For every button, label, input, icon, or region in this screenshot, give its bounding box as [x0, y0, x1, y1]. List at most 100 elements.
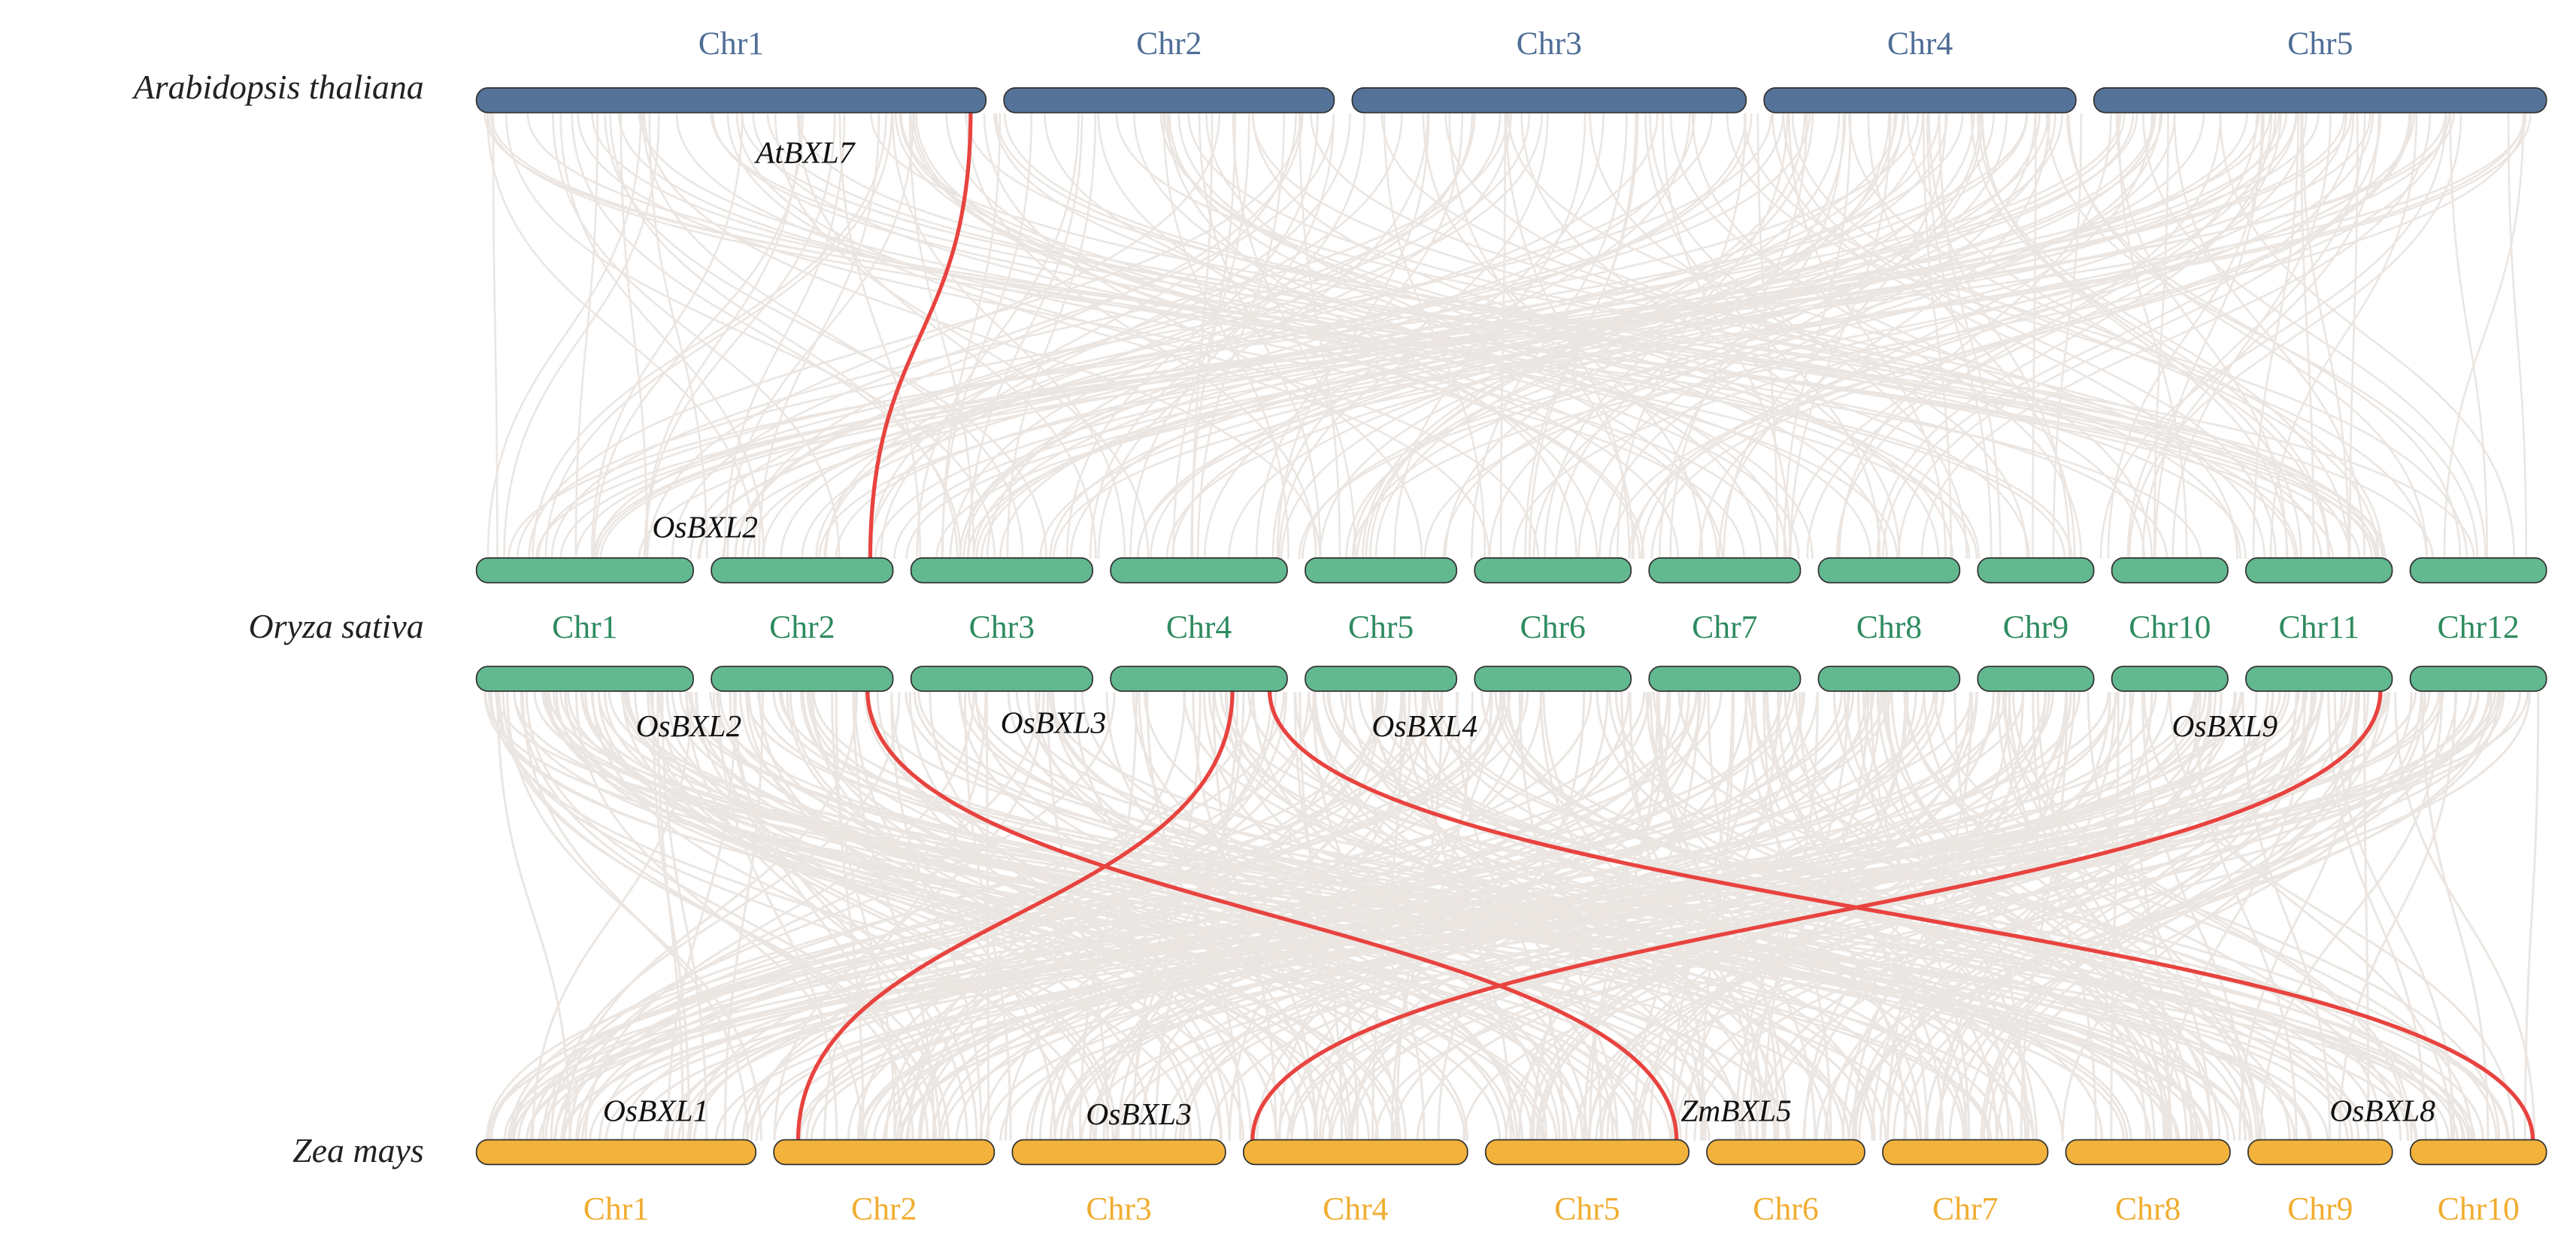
synteny-link — [1970, 113, 2331, 560]
synteny-link — [726, 113, 1491, 560]
synteny-link — [1067, 692, 2054, 1141]
synteny-link — [1771, 113, 2238, 560]
synteny-link — [1938, 692, 2117, 1141]
chromosome-label-at-chr2: Chr2 — [1136, 26, 1202, 62]
synteny-link — [1629, 692, 1707, 1141]
synteny-link — [2507, 113, 2528, 560]
chromosome-label-zm-chr10: Chr10 — [2438, 1191, 2520, 1227]
synteny-link — [526, 692, 2389, 1141]
synteny-link — [2153, 113, 2263, 560]
synteny-link — [1903, 692, 2413, 1141]
synteny-link — [568, 692, 1041, 1141]
synteny-link — [995, 113, 2247, 560]
synteny-link — [1380, 113, 2241, 560]
synteny-link — [658, 692, 1114, 1141]
synteny-link — [1506, 692, 2035, 1141]
gene-label-osbxl2: OsBXL2 — [636, 708, 742, 743]
synteny-link — [489, 692, 1192, 1141]
synteny-link — [916, 113, 1080, 560]
synteny-link — [965, 113, 2384, 560]
chromosome-bar-os-chr1 — [475, 666, 694, 692]
chromosome-label-os-chr7: Chr7 — [1692, 609, 1757, 645]
synteny-link — [1614, 692, 2291, 1141]
synteny-link — [1532, 113, 1981, 560]
synteny-link — [1328, 692, 2050, 1141]
synteny-link — [638, 113, 2073, 560]
synteny-link — [1589, 113, 2029, 560]
synteny-link — [592, 113, 804, 560]
synteny-link — [506, 692, 762, 1141]
synteny-link — [554, 692, 1426, 1141]
chromosome-bar-os-chr2 — [711, 557, 894, 584]
synteny-link — [908, 113, 975, 560]
synteny-link — [1065, 113, 1319, 560]
synteny-link — [571, 113, 962, 560]
labels: Arabidopsis thaliana Oryza sativa Zea ma… — [132, 68, 2436, 1170]
chromosome-label-zm-chr4: Chr4 — [1323, 1191, 1389, 1227]
synteny-link — [935, 113, 2532, 560]
species-label-zea: Zea mays — [292, 1131, 424, 1170]
synteny-link — [2002, 692, 2409, 1141]
synteny-link — [559, 113, 765, 560]
chromosome-bar-zm-chr5 — [1484, 1139, 1690, 1166]
chromosome-label-os-chr5: Chr5 — [1348, 609, 1414, 645]
chromosome-label-at-chr3: Chr3 — [1517, 26, 1582, 62]
highlight-link-3 — [1267, 690, 2535, 1141]
synteny-link — [520, 692, 914, 1141]
synteny-link — [544, 692, 1254, 1141]
synteny-link — [2449, 113, 2489, 560]
synteny-link — [507, 113, 2122, 560]
synteny-link — [941, 113, 1002, 560]
synteny-link — [712, 692, 978, 1141]
synteny-link — [1442, 113, 2162, 560]
synteny-link — [2008, 692, 2260, 1141]
synteny-link — [1293, 692, 1359, 1141]
synteny-link — [868, 113, 1297, 560]
synteny-link — [1669, 113, 2153, 560]
synteny-link — [1052, 113, 2450, 560]
chromosome-label-os-chr4: Chr4 — [1166, 609, 1232, 645]
synteny-link — [1030, 692, 1630, 1141]
synteny-link — [2259, 692, 2444, 1141]
synteny-link — [874, 113, 2248, 560]
synteny-link — [905, 692, 2129, 1141]
synteny-link — [949, 113, 1474, 560]
chromosome-label-zm-chr7: Chr7 — [1932, 1191, 1998, 1227]
synteny-link — [1196, 113, 1286, 560]
synteny-link — [721, 113, 2288, 560]
synteny-link — [2045, 113, 2479, 560]
synteny-link — [694, 692, 1379, 1141]
synteny-link — [648, 113, 708, 560]
synteny-link — [1383, 113, 1487, 560]
chromosome-bar-os-chr1 — [475, 557, 694, 584]
chromosome-bar-os-chr12 — [2409, 666, 2547, 692]
synteny-link — [1228, 692, 1411, 1141]
synteny-link — [2099, 113, 2447, 560]
synteny-link — [1806, 113, 2282, 560]
synteny-link — [550, 113, 1509, 560]
synteny-link — [1744, 692, 1908, 1141]
synteny-link — [533, 692, 2253, 1141]
synteny-link — [1286, 692, 2317, 1141]
chromosome-bar-os-chr5 — [1305, 666, 1458, 692]
synteny-link — [734, 113, 1502, 560]
synteny-link — [646, 113, 1221, 560]
synteny-link — [644, 113, 836, 560]
synteny-link — [1588, 692, 2126, 1141]
gene-label-osbxl2-top: OsBXL2 — [652, 510, 758, 545]
synteny-link — [831, 692, 896, 1141]
synteny-link — [773, 692, 2290, 1141]
synteny-link — [1117, 692, 1383, 1141]
synteny-link — [857, 692, 2157, 1141]
chromosome-bar-os-chr8 — [1817, 557, 1961, 584]
chromosome-bar-os-chr9 — [1977, 666, 2095, 692]
synteny-link — [2126, 113, 2366, 560]
synteny-link — [741, 113, 1304, 560]
synteny-link — [1138, 692, 1353, 1141]
chromosome-label-os-chr1: Chr1 — [552, 609, 617, 645]
chromosome-bar-os-chr12 — [2409, 557, 2547, 584]
synteny-link — [2052, 113, 2083, 560]
gene-label-osbxl3: OsBXL3 — [1001, 705, 1107, 740]
synteny-link — [726, 113, 914, 560]
synteny-link — [741, 113, 2434, 560]
